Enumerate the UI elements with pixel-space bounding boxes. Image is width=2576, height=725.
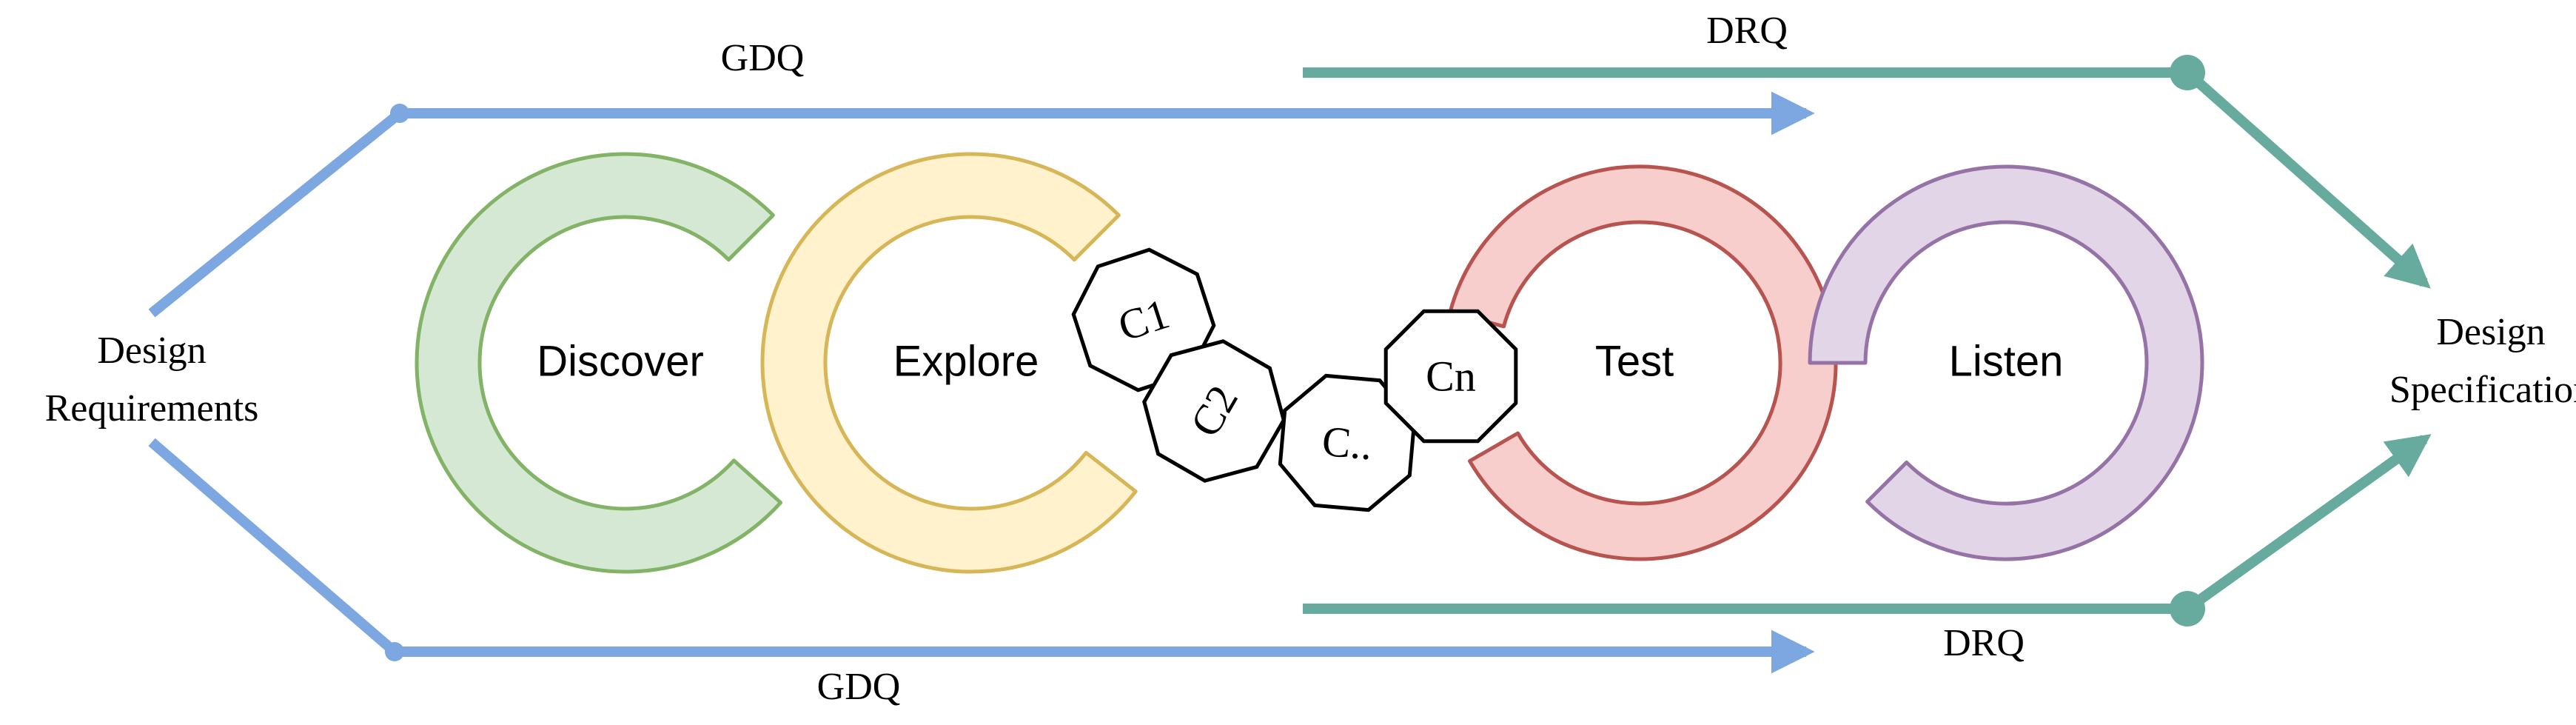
stage-discover-label: Discover <box>537 338 704 386</box>
drq-bottom-path <box>1303 434 2432 614</box>
concept-cdots: C.. <box>1278 373 1417 512</box>
discover-ring <box>415 152 783 574</box>
drq-top-junction-dot <box>2170 55 2205 90</box>
gdq-bottom-junction-dot <box>385 642 404 661</box>
drq-top-label: DRQ <box>1706 10 1788 52</box>
drq-bottom-label: DRQ <box>1943 622 2025 664</box>
design-specification-label: Design Specification <box>2389 311 2576 411</box>
listen-ring <box>1808 164 2204 561</box>
drq-bottom-junction-dot <box>2170 591 2205 627</box>
gdq-bottom-label: GDQ <box>817 666 901 708</box>
concept-cn: Cn <box>1383 309 1518 444</box>
explore-ring <box>760 152 1138 574</box>
gdq-bottom-diagonal <box>148 438 398 656</box>
design-requirements-line1: Design <box>97 330 206 372</box>
drq-top-path <box>1303 67 2431 289</box>
stage-explore-label: Explore <box>893 338 1039 386</box>
design-requirements-line2: Requirements <box>45 387 259 430</box>
stage-test-label: Test <box>1595 338 1674 386</box>
gdq-top-path <box>148 91 1815 318</box>
drq-bottom-arrow <box>2184 434 2432 613</box>
concept-cn-label: Cn <box>1426 353 1476 401</box>
test-ring <box>1448 164 1838 561</box>
gdq-top-junction-dot <box>390 104 409 123</box>
gdq-top-label: GDQ <box>721 37 805 79</box>
design-requirements-label: Design Requirements <box>45 330 259 430</box>
concept-cdots-label: C.. <box>1320 417 1374 470</box>
stage-listen-label: Listen <box>1949 338 2064 386</box>
gdq-top-diagonal <box>148 109 403 318</box>
design-specification-line2: Specification <box>2389 369 2576 411</box>
concept-c2: C2 <box>1142 339 1286 483</box>
gdq-bottom-path <box>148 438 1815 674</box>
drq-top-arrow <box>2184 68 2431 289</box>
design-specification-line1: Design <box>2436 311 2545 353</box>
